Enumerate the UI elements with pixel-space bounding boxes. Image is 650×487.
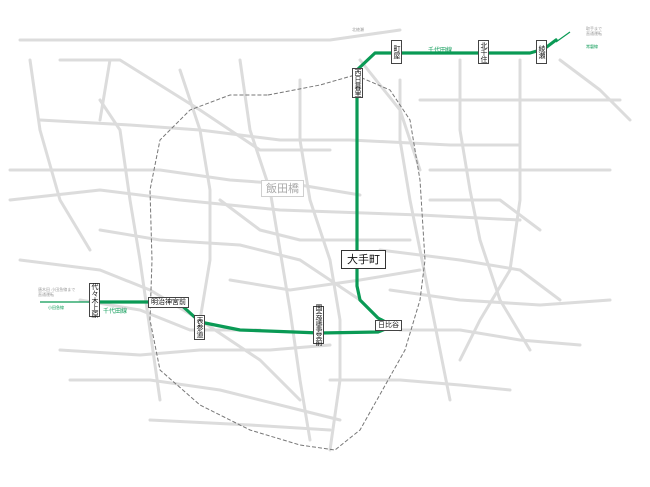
other-subway-lines bbox=[8, 28, 632, 452]
station-machiya[interactable]: 町屋 bbox=[391, 40, 402, 64]
west-odakyu-note: 小田急線 bbox=[48, 305, 64, 310]
station-otemachi[interactable]: 大手町 bbox=[341, 250, 386, 269]
chiyoda-through-north bbox=[555, 31, 571, 43]
station-hibiya[interactable]: 日比谷 bbox=[375, 320, 402, 331]
yamanote-loop-line bbox=[149, 74, 426, 451]
station-kokkai-gijidomae[interactable]: 国会議事堂前 bbox=[313, 304, 324, 346]
north-joban-note: 常磐線 bbox=[586, 44, 598, 49]
station-yoyogi-uehara[interactable]: 代々木上原 bbox=[89, 282, 100, 318]
station-ayase[interactable]: 綾瀬 bbox=[536, 40, 547, 64]
kita-ayase-note: 北綾瀬 bbox=[352, 27, 364, 32]
station-nishi-nippori[interactable]: 西日暮里 bbox=[352, 68, 363, 98]
chiyoda-line bbox=[98, 38, 558, 335]
station-meiji-jingumae[interactable]: 明治神宮前 bbox=[148, 297, 189, 308]
west-through-note: 唐木田 小田急線まで 直通運転 bbox=[38, 287, 76, 297]
station-omotesando[interactable]: 表参道 bbox=[194, 315, 205, 340]
station-kita-senju[interactable]: 北千住 bbox=[478, 40, 489, 64]
chiyoda-line-label-north: 千代田線 bbox=[428, 47, 453, 54]
iidabashi-label: 飯田橋 bbox=[261, 180, 304, 197]
north-through-note: 取手まで 直通運転 bbox=[586, 26, 602, 36]
chiyoda-line-label-west: 千代田線 bbox=[103, 308, 128, 315]
